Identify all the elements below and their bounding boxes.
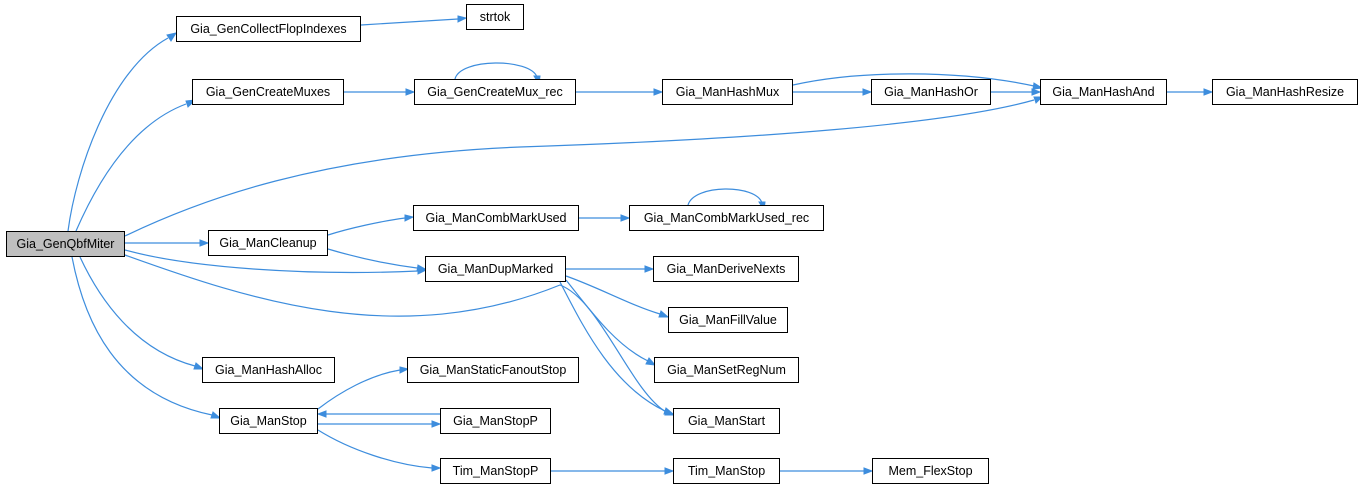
node-label: Gia_ManCombMarkUsed: [425, 210, 567, 225]
node-label: Gia_GenCreateMuxes: [205, 84, 331, 99]
node-gia-gencreatemux-rec[interactable]: Gia_GenCreateMux_rec: [414, 79, 576, 105]
node-label: Gia_ManDeriveNexts: [666, 261, 786, 276]
node-label: Gia_ManStop: [230, 413, 307, 428]
node-label: Gia_ManDupMarked: [437, 261, 554, 276]
node-gia-mandupmarked[interactable]: Gia_ManDupMarked: [425, 256, 566, 282]
node-label: Gia_ManCleanup: [219, 235, 317, 250]
node-label: Gia_ManHashMux: [675, 84, 780, 99]
node-label: Gia_ManStopP: [453, 413, 538, 428]
node-gia-manstopp[interactable]: Gia_ManStopP: [440, 408, 551, 434]
node-label: Gia_ManHashResize: [1225, 84, 1345, 99]
node-label: Gia_ManHashAnd: [1052, 84, 1155, 99]
node-gia-manhashand[interactable]: Gia_ManHashAnd: [1040, 79, 1167, 105]
node-gia-manhashor[interactable]: Gia_ManHashOr: [871, 79, 991, 105]
node-label: strtok: [479, 9, 511, 24]
node-label: Gia_GenCreateMux_rec: [427, 84, 563, 99]
node-label: Gia_ManStaticFanoutStop: [419, 362, 567, 377]
node-gia-manderivenexts[interactable]: Gia_ManDeriveNexts: [653, 256, 799, 282]
node-label: Gia_ManHashAlloc: [215, 362, 322, 377]
node-gia-manfillvalue[interactable]: Gia_ManFillValue: [668, 307, 788, 333]
node-label: Gia_ManCombMarkUsed_rec: [643, 210, 810, 225]
node-gia-mancombmarkused[interactable]: Gia_ManCombMarkUsed: [413, 205, 579, 231]
node-gia-manhashresize[interactable]: Gia_ManHashResize: [1212, 79, 1358, 105]
node-label: Gia_GenQbfMiter: [16, 236, 115, 251]
node-gia-genqbfmiter[interactable]: Gia_GenQbfMiter: [6, 231, 125, 257]
node-gia-mansetregnum[interactable]: Gia_ManSetRegNum: [654, 357, 799, 383]
node-gia-manhashmux[interactable]: Gia_ManHashMux: [662, 79, 793, 105]
node-gia-gencreatemuxes[interactable]: Gia_GenCreateMuxes: [192, 79, 344, 105]
node-gia-mancleanup[interactable]: Gia_ManCleanup: [208, 230, 328, 256]
node-label: Mem_FlexStop: [888, 463, 973, 478]
node-gia-manstop[interactable]: Gia_ManStop: [219, 408, 318, 434]
node-label: Gia_ManSetRegNum: [667, 362, 786, 377]
node-mem-flexstop[interactable]: Mem_FlexStop: [872, 458, 989, 484]
node-gia-manstart[interactable]: Gia_ManStart: [673, 408, 780, 434]
node-tim-manstop[interactable]: Tim_ManStop: [673, 458, 780, 484]
node-gia-manhashalloc[interactable]: Gia_ManHashAlloc: [202, 357, 335, 383]
node-label: Tim_ManStopP: [452, 463, 539, 478]
node-label: Tim_ManStop: [687, 463, 766, 478]
node-strtok[interactable]: strtok: [466, 4, 524, 30]
node-label: Gia_ManHashOr: [884, 84, 978, 99]
node-gia-mancombmarkused-rec[interactable]: Gia_ManCombMarkUsed_rec: [629, 205, 824, 231]
node-gia-manstaticfanoutstop[interactable]: Gia_ManStaticFanoutStop: [407, 357, 579, 383]
node-label: Gia_ManStart: [687, 413, 766, 428]
node-label: Gia_GenCollectFlopIndexes: [190, 21, 347, 36]
node-label: Gia_ManFillValue: [679, 312, 777, 327]
node-gia-gencollectflopindexes[interactable]: Gia_GenCollectFlopIndexes: [176, 16, 361, 42]
node-tim-manstopp[interactable]: Tim_ManStopP: [440, 458, 551, 484]
